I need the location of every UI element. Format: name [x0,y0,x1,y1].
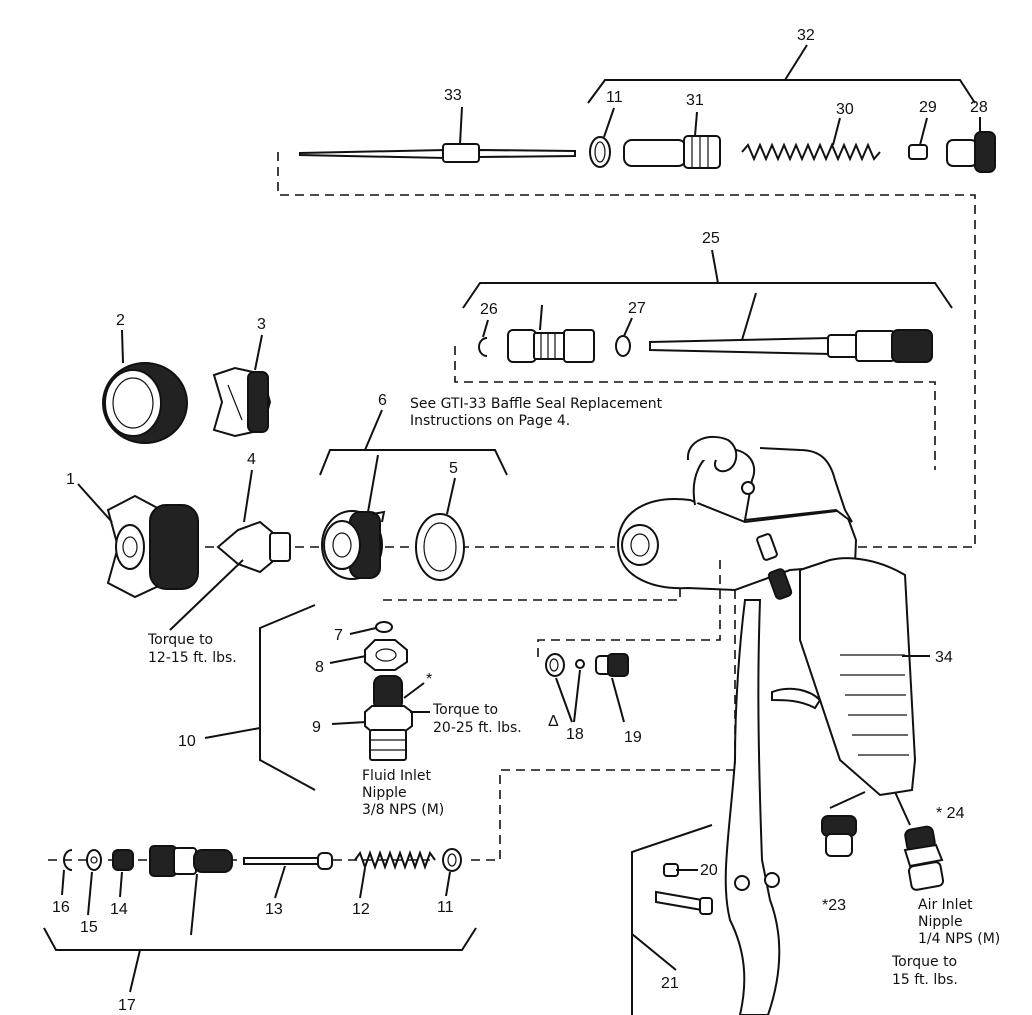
torque-note-9-line-2: 20-25 ft. lbs. [433,720,522,736]
group-6-bracket [319,409,508,476]
callout-7: 7 [334,627,343,644]
callout-29: 29 [919,99,937,116]
callout-1: 1 [66,471,75,488]
part-1-air-cap-assembly [77,483,199,599]
part-28-adjusting-knob [946,117,996,173]
leader-24 [894,791,911,826]
part-4-fluid-tip [169,469,291,631]
air-inlet-label-line-2: Nipple [918,914,963,930]
callout-31: 31 [686,92,704,109]
part-25-valve-stem [649,292,933,363]
callout-20: 20 [700,862,718,879]
part-3-air-cap [212,334,272,438]
part-16-clip [61,849,73,896]
part-14-nut [112,849,134,898]
callout-34: 34 [935,649,953,666]
group-21-bracket [631,824,713,1015]
group-17-bracket [43,927,477,993]
group-10-bracket [204,604,316,791]
part-11-gasket-bottom [442,848,462,897]
air-inlet-label-line-3: 1/4 NPS (M) [918,931,1000,947]
callout-21: 21 [661,975,679,992]
callout-33: 33 [444,87,462,104]
callout-32: 32 [797,27,815,44]
part-21-trigger [724,599,781,1015]
group-25-bracket [462,249,953,309]
callout-9: 9 [312,719,321,736]
part-7-washer [349,621,393,635]
fluid-inlet-label-line-2: Nipple [362,785,407,801]
part-9-fluid-inlet-nipple [331,675,430,761]
callout-23: *23 [822,897,846,914]
part-31-packing-cylinder [623,111,721,169]
part-2-retaining-ring [102,329,188,444]
fluid-inlet-label-line-3: 3/8 NPS (M) [362,802,444,818]
part-24-air-inlet-nipple [903,825,945,891]
part-5-seal-ring [415,477,465,581]
callout-18: 18 [566,726,584,743]
part-27-o-ring [615,317,633,357]
part-17-housing [149,845,233,936]
callout-2: 2 [116,312,125,329]
torque-note-24-line-2: 15 ft. lbs. [892,972,958,988]
part-30-spring [741,117,881,162]
part-13-packing-pin [243,852,333,899]
part-8-nut [329,639,408,671]
part-33-fluid-needle [299,106,576,163]
part-23-plug [821,815,857,857]
callout-27: 27 [628,300,646,317]
callout-14: 14 [110,901,128,918]
guide-line-packing [470,590,736,861]
fluid-inlet-label-line-1: Fluid Inlet [362,768,432,784]
callout-28: 28 [970,99,988,116]
callout-24: * 24 [936,805,965,822]
baffle-note-line-2: Instructions on Page 4. [410,413,570,429]
part-29-bushing [908,117,928,160]
spray-gun-body [616,435,930,797]
callout-17: 17 [118,997,136,1014]
callout-8: 8 [315,659,324,676]
part-19-valve-nut [595,653,629,723]
torque-note-4-line-2: 12-15 ft. lbs. [148,650,237,666]
asterisk-9: * [426,671,432,688]
callout-6: 6 [378,392,387,409]
callout-4: 4 [247,451,256,468]
part-15-washer [86,849,102,916]
part-26-retaining-ring [478,319,489,357]
callout-13: 13 [265,901,283,918]
callout-26: 26 [480,301,498,318]
callout-25: 25 [702,230,720,247]
callout-15: 15 [80,919,98,936]
callout-11-bottom: 11 [437,899,454,916]
delta-symbol: Δ [548,713,559,730]
callout-11-top: 11 [606,89,623,106]
part-20-screw [663,863,698,877]
guide-line-valve-19 [537,560,721,660]
callout-10: 10 [178,733,196,750]
leader-23 [829,791,866,809]
torque-note-24-line-1: Torque to [891,954,957,970]
torque-note-4-line-1: Torque to [147,632,213,648]
callout-19: 19 [624,729,642,746]
group-32-bracket [587,44,976,104]
baffle-note-line-1: See GTI-33 Baffle Seal Replacement [410,396,663,412]
guide-line-needle [277,152,976,548]
part-18-valve-seat [545,653,585,723]
air-inlet-label-line-1: Air Inlet [918,897,973,913]
part-6-baffle [321,454,386,580]
callout-5: 5 [449,460,458,477]
torque-note-9-line-1: Torque to [432,702,498,718]
callout-16: 16 [52,899,70,916]
callout-3: 3 [257,316,266,333]
callout-12: 12 [352,901,370,918]
part-21-trigger-pin [655,890,713,915]
part-12-spring [354,850,436,899]
part-11-gasket-top [589,107,615,168]
part-25-valve-body [507,304,595,363]
callout-30: 30 [836,101,854,118]
guide-line-valve [454,346,936,470]
guide-line-fluid-inlet [383,588,681,601]
